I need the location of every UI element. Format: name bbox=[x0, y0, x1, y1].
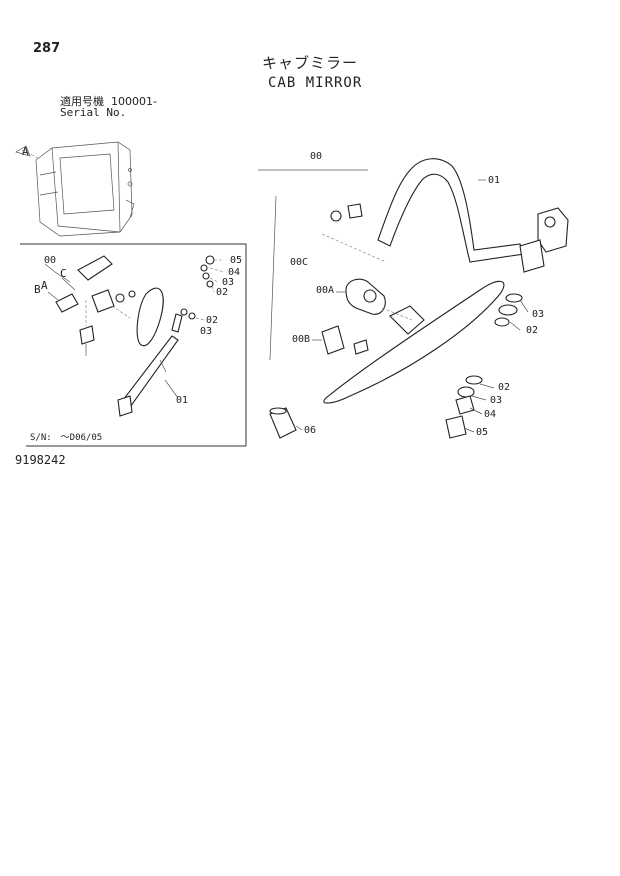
main-label-00a: 00A bbox=[316, 285, 335, 296]
serial-label-en: Serial No. bbox=[60, 106, 127, 119]
inset-serial-note: S/N: ～D06/05 bbox=[30, 433, 103, 443]
main-label-03b: 03 bbox=[490, 395, 503, 406]
inset-label-05: 05 bbox=[230, 255, 243, 266]
page-number: 287 bbox=[33, 41, 61, 56]
inset-label-02a: 02 bbox=[216, 287, 229, 298]
main-label-00: 00 bbox=[310, 151, 323, 162]
serial-value: 100001- bbox=[111, 95, 157, 108]
main-label-00b: 00B bbox=[292, 334, 311, 345]
inset-label-04: 04 bbox=[228, 267, 241, 278]
inset-label-02b: 02 bbox=[206, 315, 219, 326]
document-number: 9198242 bbox=[15, 453, 66, 467]
main-label-04: 04 bbox=[484, 409, 497, 420]
title-japanese: キャブミラー bbox=[262, 54, 359, 72]
inset-label-a: A bbox=[41, 279, 48, 292]
inset-label-03b: 03 bbox=[200, 326, 213, 337]
inset-label-c: C bbox=[60, 267, 67, 280]
cab-sketch bbox=[15, 141, 135, 237]
main-label-00c: 00C bbox=[290, 257, 309, 268]
main-label-05: 05 bbox=[476, 427, 489, 438]
main-label-03a: 03 bbox=[532, 309, 545, 320]
inset-label-03a: 03 bbox=[222, 277, 235, 288]
inset-frame bbox=[20, 243, 247, 447]
cab-label-a: A bbox=[22, 145, 29, 158]
inset-label-00: 00 bbox=[44, 255, 57, 266]
title-english: CAB MIRROR bbox=[268, 75, 363, 91]
inset-label-01: 01 bbox=[176, 395, 189, 406]
inset-label-b: B bbox=[34, 283, 41, 296]
main-label-06: 06 bbox=[304, 425, 317, 436]
main-parts bbox=[258, 158, 569, 439]
main-label-02a: 02 bbox=[526, 325, 539, 336]
main-label-01: 01 bbox=[488, 175, 501, 186]
serial-label-text: 適用号機 bbox=[60, 95, 104, 108]
serial-label-jp: 適用号機 100001- bbox=[60, 96, 157, 107]
inset-parts bbox=[44, 255, 225, 417]
main-label-02b: 02 bbox=[498, 382, 511, 393]
